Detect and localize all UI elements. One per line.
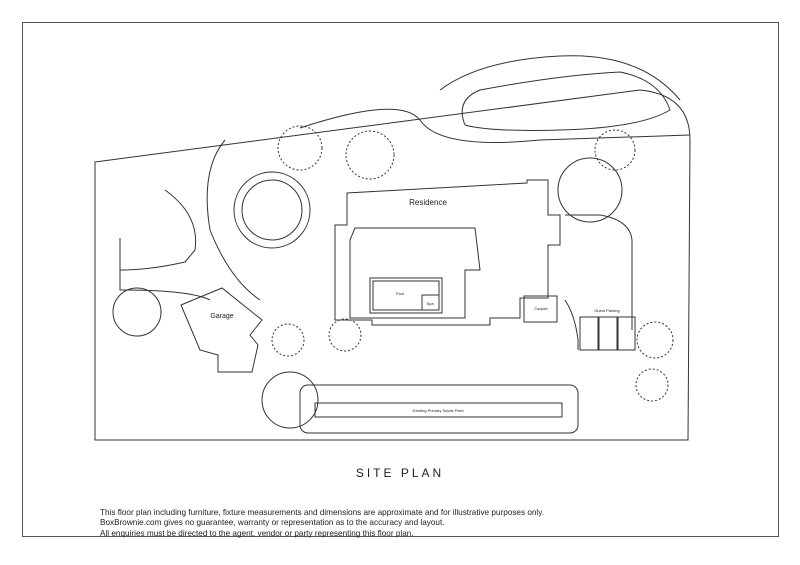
guest-drive [564, 214, 633, 350]
guest-parking-space [598, 316, 618, 351]
guest-parking-space [617, 316, 636, 351]
page-title: SITE PLAN [355, 466, 445, 480]
disclaimer-line: BoxBrownie.com gives no guarantee, warra… [100, 518, 445, 528]
property-boundary [94, 89, 691, 441]
garage-label: Garage [210, 313, 233, 320]
courtyard [349, 227, 481, 319]
spa-label: Spa [426, 301, 434, 306]
septic-field-label: Existing Primary Septic Field [413, 408, 464, 413]
driveway [119, 55, 691, 301]
septic-field-outer [299, 384, 579, 434]
disclaimer-line: This floor plan including furniture, fix… [100, 508, 545, 517]
carport-outline [523, 295, 558, 323]
garage-outline [180, 287, 263, 373]
pool-label: Pool [396, 291, 404, 296]
residence-outline [334, 179, 561, 326]
guest-parking-label: Guest Parking [594, 308, 619, 313]
septic-field-inner [314, 402, 563, 418]
spa-outline [421, 294, 440, 311]
trees [112, 125, 674, 429]
disclaimer: This floor plan including furniture, fix… [100, 508, 544, 539]
disclaimer-line: All enquiries must be directed to the ag… [100, 528, 414, 538]
residence-label: Residence [409, 198, 447, 207]
guest-parking-space [579, 316, 599, 351]
page-frame [22, 22, 779, 537]
carport-label: Carport [534, 306, 548, 311]
pool-outline [369, 277, 443, 314]
